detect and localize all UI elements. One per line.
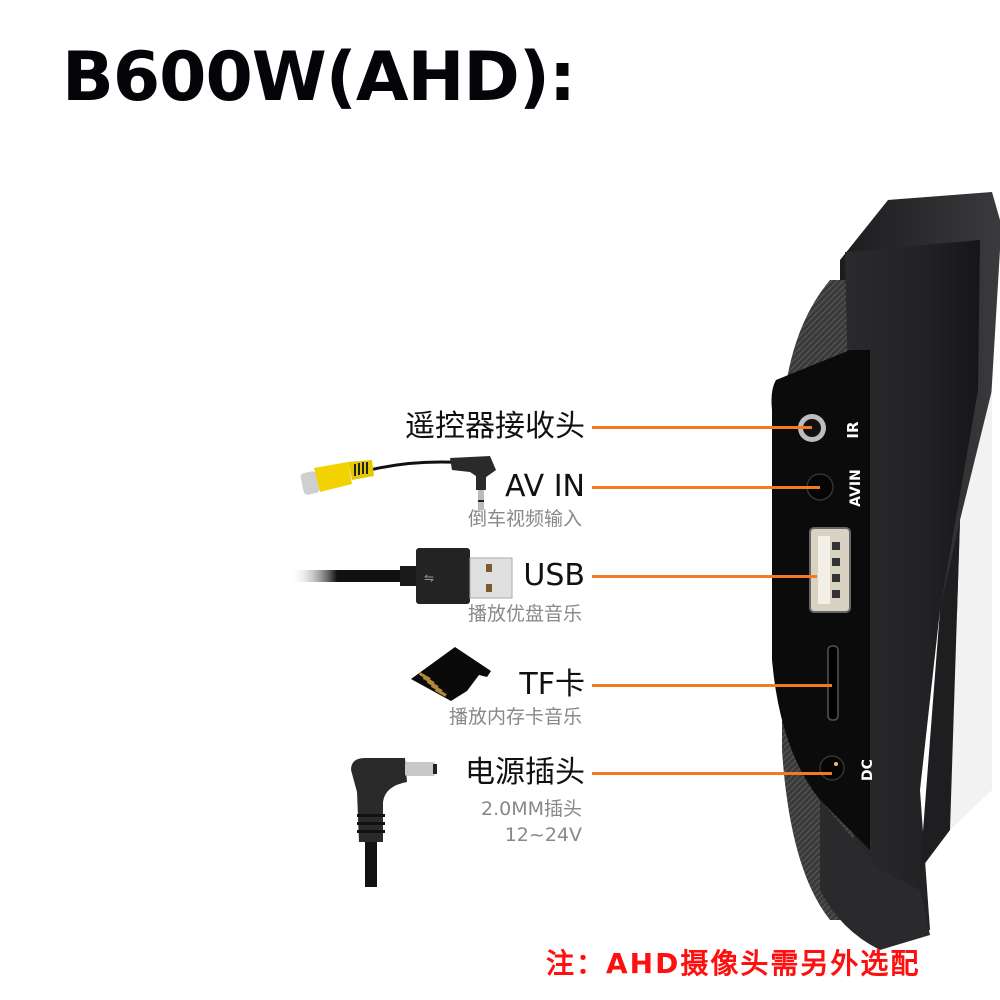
ir-label: 遥控器接收头 — [405, 409, 585, 444]
usb-cable-icon: ⇋ — [290, 548, 513, 604]
ahd-camera-optional-note: 注：AHD摄像头需另外选配 — [546, 947, 921, 980]
dc-power-plug-icon — [351, 758, 437, 887]
avin-marking: AVIN — [848, 469, 864, 507]
rca-to-3.5mm-cable-icon — [300, 456, 496, 510]
ir-leader-line — [592, 426, 812, 429]
avin-leader-line — [592, 486, 820, 489]
usb-leader-line — [592, 575, 817, 578]
avin-label: AV IN — [505, 469, 585, 504]
microsd-card-icon — [411, 647, 491, 701]
product-title: B600W(AHD): — [62, 38, 576, 117]
dc-leader-line — [592, 772, 832, 775]
svg-text:⇋: ⇋ — [424, 571, 434, 585]
dc-power-port — [819, 755, 845, 781]
usb-label: USB — [523, 558, 585, 593]
monitor-device-side-view: IR AVIN DC — [771, 192, 1000, 950]
dc-sublabel-plug: 2.0MM插头 — [480, 798, 582, 820]
dc-sublabel-voltage: 12~24V — [504, 824, 582, 846]
tf-leader-line — [592, 684, 832, 687]
tf-label: TF卡 — [519, 667, 585, 702]
usb-sublabel: 播放优盘音乐 — [467, 603, 582, 625]
ir-marking: IR — [844, 421, 862, 439]
dc-marking: DC — [860, 759, 876, 781]
avin-sublabel: 倒车视频输入 — [467, 508, 582, 530]
tf-card-slot — [827, 645, 839, 721]
tf-sublabel: 播放内存卡音乐 — [448, 706, 582, 728]
dc-label: 电源插头 — [465, 755, 585, 790]
